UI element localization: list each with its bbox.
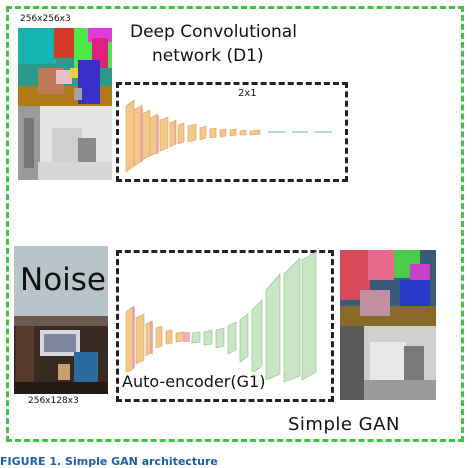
figure-caption: FIGURE 1. Simple GAN architecture [0,455,218,468]
discriminator-box [116,82,348,182]
discriminator-network-layers [125,99,332,173]
noise-label: Noise [20,262,106,298]
generator-box [116,250,334,402]
output-label: 2x1 [238,88,257,99]
discriminator-title-line2: network (D1) [152,46,264,66]
autoencoder-network-layers [125,251,317,383]
generated-output-images [340,250,436,400]
top-dim-label: 256x256x3 [20,14,71,24]
generator-label: Auto-encoder(G1) [122,372,266,391]
gan-frame [6,6,464,442]
input-segmentation-and-depth-images [18,28,112,180]
bottom-dim-label: 256x128x3 [28,396,79,406]
discriminator-title-line1: Deep Convolutional [130,22,297,42]
noise-box: Noise [14,246,108,316]
system-label: Simple GAN [288,414,400,435]
input-room-photo [14,316,108,394]
